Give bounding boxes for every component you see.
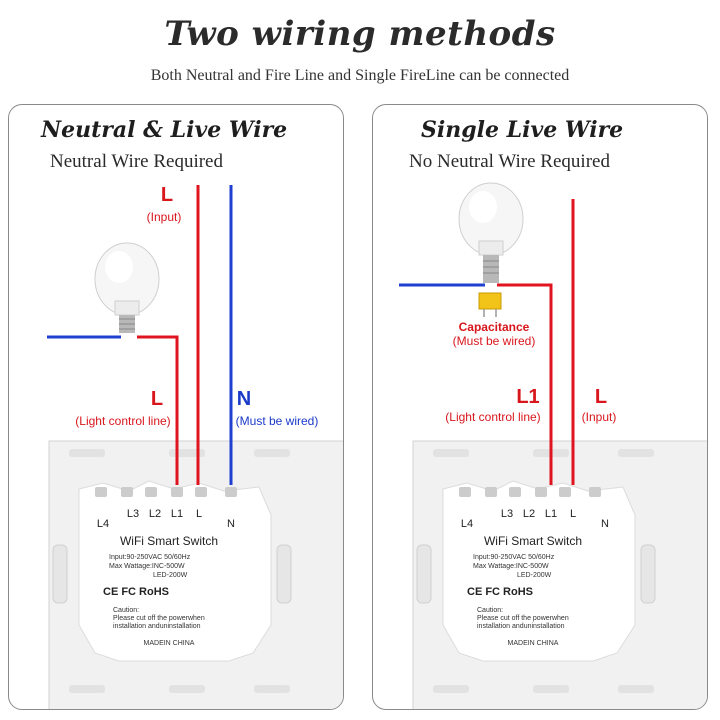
terminal-label: N bbox=[227, 518, 235, 530]
live-note: (Input) bbox=[147, 210, 182, 224]
panel-title: Neutral & Live Wire bbox=[41, 117, 288, 143]
live-note: (Input) bbox=[582, 410, 617, 424]
wiring-diagram: Capacitance (Must be wired) L1 (Light co… bbox=[399, 182, 707, 709]
light-line-label: L1 bbox=[516, 386, 539, 408]
light-bulb-icon bbox=[458, 182, 524, 283]
module-name: WiFi Smart Switch bbox=[484, 534, 582, 548]
caution-title: Caution: bbox=[477, 607, 503, 614]
module-spec: Input:90-250VAC 50/60Hz bbox=[473, 554, 555, 561]
neutral-note: (Must be wired) bbox=[236, 414, 319, 428]
terminal-label: L1 bbox=[545, 508, 557, 520]
page-title: Two wiring methods bbox=[164, 14, 556, 54]
light-line-label: L bbox=[151, 388, 163, 410]
terminal-labels: L4 L3 L2 L1 L N bbox=[461, 508, 609, 530]
single-live-panel: Single Live Wire No Neutral Wire Require… bbox=[372, 104, 708, 710]
origin-text: MADEIN CHINA bbox=[508, 640, 559, 647]
terminal-label: L2 bbox=[149, 508, 161, 520]
capacitance-note: (Must be wired) bbox=[453, 334, 536, 348]
cert-marks: CE FC RoHS bbox=[103, 586, 169, 598]
capacitor-icon bbox=[478, 292, 502, 317]
live-label: L bbox=[161, 184, 173, 206]
panel-title: Single Live Wire bbox=[421, 117, 624, 143]
terminal-label: L bbox=[196, 508, 202, 520]
neutral-label: N bbox=[237, 388, 251, 410]
module-spec: Max Wattage:INC-500W bbox=[109, 563, 185, 570]
caution-text: installation anduninstallation bbox=[113, 623, 201, 630]
caution-title: Caution: bbox=[113, 607, 139, 614]
module-spec: LED-200W bbox=[153, 572, 188, 579]
terminal-label: L1 bbox=[171, 508, 183, 520]
terminal-label: N bbox=[601, 518, 609, 530]
switch-module bbox=[442, 480, 636, 662]
module-spec: Input:90-250VAC 50/60Hz bbox=[109, 554, 191, 561]
module-spec: Max Wattage:INC-500W bbox=[473, 563, 549, 570]
switch-module bbox=[78, 480, 272, 662]
terminal-labels: L4 L3 L2 L1 L N bbox=[97, 508, 235, 530]
terminal-label: L3 bbox=[501, 508, 513, 520]
module-name: WiFi Smart Switch bbox=[120, 534, 218, 548]
capacitance-label: Capacitance bbox=[459, 320, 530, 334]
page-subtitle: Both Neutral and Fire Line and Single Fi… bbox=[150, 67, 570, 84]
light-line-note: (Light control line) bbox=[75, 414, 170, 428]
live-label: L bbox=[595, 386, 607, 408]
terminal-label: L3 bbox=[127, 508, 139, 520]
wiring-diagram: L (Input) L (Light control line) N (Must… bbox=[47, 184, 343, 709]
caution-text: Please cut off the powerwhen bbox=[113, 615, 205, 622]
panel-subtitle: No Neutral Wire Required bbox=[409, 151, 610, 172]
module-spec: LED-200W bbox=[517, 572, 552, 579]
terminal-label: L2 bbox=[523, 508, 535, 520]
light-control-wire bbox=[497, 283, 553, 485]
terminal-label: L4 bbox=[97, 518, 109, 530]
cert-marks: CE FC RoHS bbox=[467, 586, 533, 598]
light-control-wire bbox=[137, 335, 179, 485]
caution-text: installation anduninstallation bbox=[477, 623, 565, 630]
terminal-label: L4 bbox=[461, 518, 473, 530]
terminal-label: L bbox=[570, 508, 576, 520]
light-bulb-icon bbox=[94, 242, 160, 333]
light-line-note: (Light control line) bbox=[445, 410, 540, 424]
origin-text: MADEIN CHINA bbox=[144, 640, 195, 647]
panel-subtitle: Neutral Wire Required bbox=[50, 151, 223, 172]
neutral-live-panel: Neutral & Live Wire Neutral Wire Require… bbox=[8, 104, 344, 710]
caution-text: Please cut off the powerwhen bbox=[477, 615, 569, 622]
